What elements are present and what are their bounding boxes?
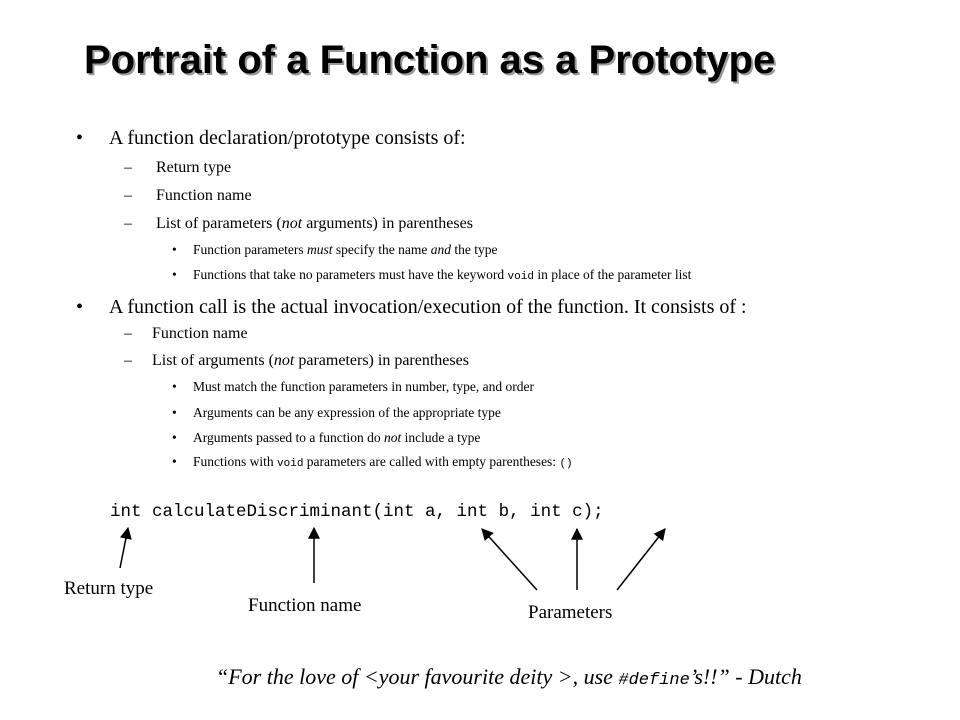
bullet-function-call: A function call is the actual invocation… xyxy=(109,296,747,318)
dash-marker: – xyxy=(124,187,132,204)
subsub-must-specify: Function parameters must specify the nam… xyxy=(193,242,498,257)
dash-marker: – xyxy=(124,159,132,176)
dash-marker: – xyxy=(124,215,132,232)
label-return-type: Return type xyxy=(64,578,154,599)
prototype-code: int calculateDiscriminant(int a, int b, … xyxy=(110,502,604,522)
label-function-name: Function name xyxy=(248,595,362,616)
subsub-any-expression: Arguments can be any expression of the a… xyxy=(193,405,501,420)
bullet-marker: • xyxy=(76,296,84,318)
bullet-marker: • xyxy=(172,242,177,257)
sub-list-of-arguments: List of arguments (not parameters) in pa… xyxy=(152,352,469,369)
subsub-void-call: Functions with void parameters are calle… xyxy=(193,454,573,470)
subsub-no-type: Arguments passed to a function do not in… xyxy=(193,430,481,445)
sub-return-type: Return type xyxy=(156,159,232,176)
arrow-parameter-c xyxy=(616,528,666,591)
sub-function-name: Function name xyxy=(156,187,252,204)
dash-marker: – xyxy=(124,325,132,342)
label-parameters: Parameters xyxy=(528,602,613,623)
bullet-marker: • xyxy=(172,430,177,445)
dash-marker: – xyxy=(124,352,132,369)
sub-call-function-name: Function name xyxy=(152,325,248,342)
arrow-return-type xyxy=(119,526,132,569)
bullet-marker: • xyxy=(172,267,177,282)
subsub-void-keyword: Functions that take no parameters must h… xyxy=(193,267,692,283)
subsub-must-match: Must match the function parameters in nu… xyxy=(193,379,534,394)
arrow-parameter-a xyxy=(481,528,538,591)
bullet-marker: • xyxy=(76,127,84,149)
bullet-marker: • xyxy=(172,405,177,420)
footer-quote: “For the love of <your favourite deity >… xyxy=(216,664,802,690)
bullet-marker: • xyxy=(172,379,177,394)
slide-title: Portrait of a Function as a Prototype xyxy=(84,38,776,82)
bullet-declaration: A function declaration/prototype consist… xyxy=(109,127,466,149)
bullet-marker: • xyxy=(172,454,177,469)
sub-list-of-parameters: List of parameters (not arguments) in pa… xyxy=(156,215,473,232)
